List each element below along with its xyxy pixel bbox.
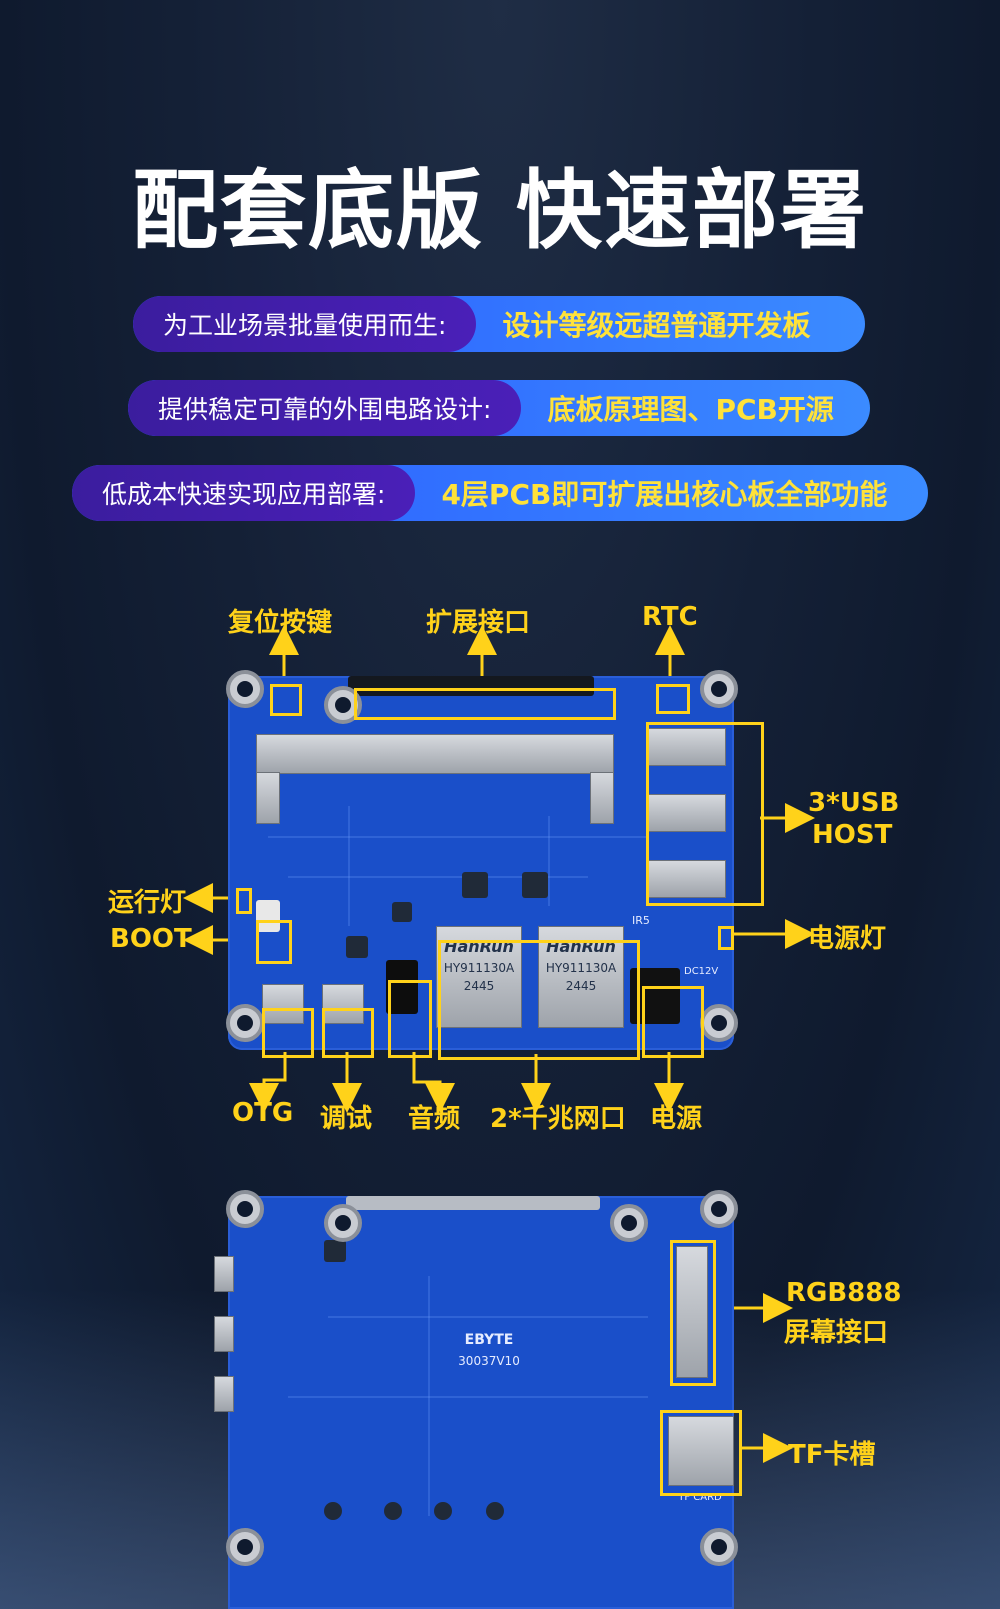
feature-pill-3: 低成本快速实现应用部署: 4层PCB即可扩展出核心板全部功能 [72,465,928,521]
feature-label: 提供稳定可靠的外围电路设计: [128,380,522,436]
button [324,1502,342,1520]
usb-port-1 [646,728,726,766]
ic-chip [522,872,548,898]
page-title: 配套底版 快速部署 [132,161,868,261]
mount-hole [700,670,738,708]
label-rgb-line2: 屏幕接口 [784,1318,889,1348]
highlight-boot [256,920,292,964]
label-power: 电源 [650,1104,703,1134]
sodimm-slot [256,734,614,774]
rgb-ffc-connector [676,1246,708,1378]
side-port [214,1376,234,1412]
side-port [214,1316,234,1352]
label-rtc: RTC [642,602,698,632]
debug-usb-c [322,984,364,1024]
label-power-led: 电源灯 [808,924,887,954]
highlight-power [642,986,704,1058]
ir5-label: IR5 [632,914,650,927]
pcb-trace [428,1276,430,1516]
mount-hole [226,670,264,708]
sodimm-latch-right [590,772,614,824]
board-model: 30037V10 [458,1354,520,1368]
highlight-reset [270,684,302,716]
pcb-trace [288,876,588,878]
highlight-audio [388,980,432,1058]
eth-model: HY911130A [443,961,515,975]
carrier-board-top: HanRun HY911130A 2445 HanRun HY911130A 2… [228,676,734,1050]
highlight-tf-slot [660,1410,742,1496]
label-run-led: 运行灯 [108,888,187,918]
tf-card-slot [668,1416,734,1486]
button [384,1502,402,1520]
mount-hole [700,1528,738,1566]
feature-value: 设计等级远超普通开发板 [502,309,811,342]
label-usb-host-line1: 3*USB [808,788,900,818]
highlight-ethernet [438,940,640,1060]
highlight-rgb-connector [670,1240,716,1386]
label-expansion-port: 扩展接口 [426,608,531,638]
feature-value: 4层PCB即可扩展出核心板全部功能 [441,478,888,511]
label-usb-host-line2: HOST [812,820,893,850]
highlight-rtc [656,684,690,714]
side-port [214,1256,234,1292]
label-rgb-line1: RGB888 [786,1278,902,1308]
carrier-board-bottom: EBYTE 30037V10 TF CARD [214,1196,734,1609]
header-pins-row [346,1196,600,1210]
ic-chip [462,872,488,898]
otg-usb-c [262,984,304,1024]
ic-chip [346,936,368,958]
mount-hole [700,1190,738,1228]
usb-port-2 [646,794,726,832]
label-otg: OTG [232,1098,294,1128]
label-debug: 调试 [320,1104,373,1134]
sodimm-latch-left [256,772,280,824]
label-reset-button: 复位按键 [228,608,333,638]
highlight-run-led [236,888,252,914]
pcb-trace [268,836,648,838]
pcb-trace [328,1316,648,1318]
feature-value: 底板原理图、PCB开源 [547,393,834,426]
highlight-otg [262,1008,314,1058]
mount-hole [700,1004,738,1042]
mount-hole [226,1190,264,1228]
highlight-expansion [354,688,616,720]
ethernet-jack-1: HanRun HY911130A 2445 [436,926,522,1028]
ic-chip [392,902,412,922]
label-audio: 音频 [408,1104,461,1134]
usb-port-3 [646,860,726,898]
feature-pill-1: 为工业场景批量使用而生: 设计等级远超普通开发板 [133,296,865,352]
mount-hole [324,1204,362,1242]
mount-hole [226,1004,264,1042]
mount-hole [610,1204,648,1242]
ic-chip [324,1240,346,1262]
button [434,1502,452,1520]
eth-code: 2445 [463,979,495,993]
pcb-trace [548,816,550,906]
pcb-trace [348,806,350,926]
feature-label: 为工业场景批量使用而生: [133,296,477,352]
ebyte-brand: EBYTE [464,1332,514,1348]
eth-code: 2445 [565,979,597,993]
highlight-debug [322,1008,374,1058]
dc12v-label: DC12V [684,966,719,977]
eth-model: HY911130A [545,961,617,975]
expansion-header-pins [348,676,594,696]
button [486,1502,504,1520]
highlight-usb [646,722,764,906]
mount-hole [226,1528,264,1566]
feature-label: 低成本快速实现应用部署: [72,465,416,521]
label-boot: BOOT [110,924,192,954]
audio-jack [386,960,418,1014]
tf-card-silkscreen: TF CARD [678,1492,722,1503]
label-ethernet: 2*千兆网口 [490,1104,626,1134]
pcb-trace [288,1396,648,1398]
feature-pill-2: 提供稳定可靠的外围电路设计: 底板原理图、PCB开源 [128,380,870,436]
highlight-power-led [718,926,734,950]
boot-switch [256,900,280,932]
label-tf-slot: TF卡槽 [788,1440,876,1470]
